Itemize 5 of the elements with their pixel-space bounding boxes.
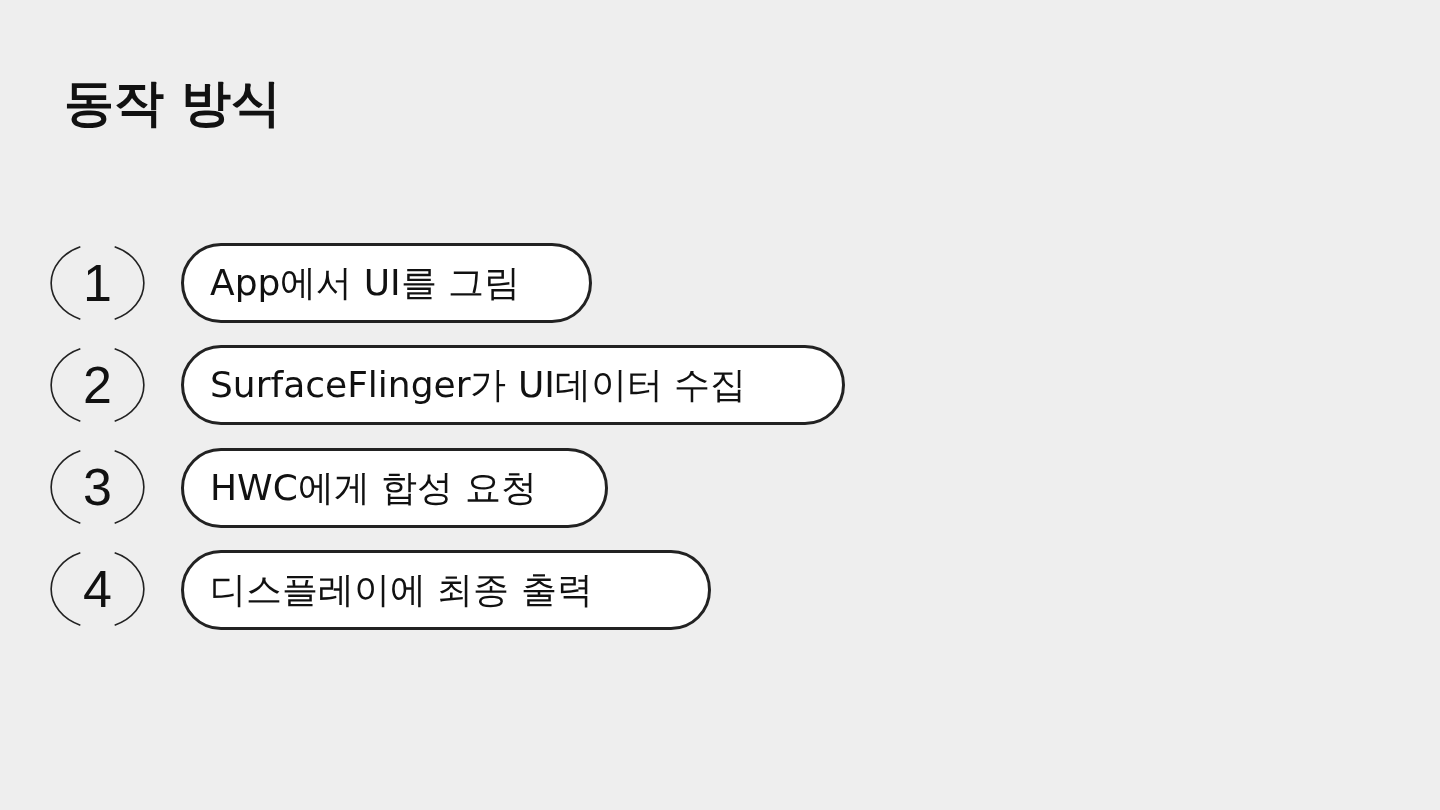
step-pill: 디스플레이에 최종 출력 [181,550,711,630]
step-pill: App에서 UI를 그림 [181,243,592,323]
step-pill: SurfaceFlinger가 UI데이터 수집 [181,345,845,425]
title: 동작 방식 [64,76,282,131]
step-pill: HWC에게 합성 요청 [181,448,608,528]
